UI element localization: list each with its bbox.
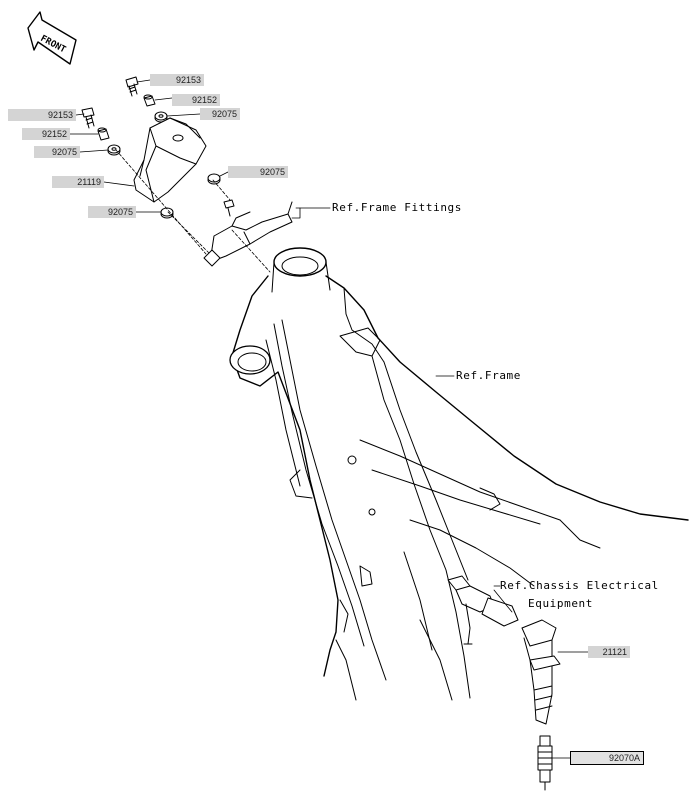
ref-label-chassis-electrical[interactable]: Ref.Chassis Electrical xyxy=(500,579,659,592)
frame-fitting-icon xyxy=(203,201,293,267)
front-arrow-icon: FRONT xyxy=(27,11,77,65)
coil-bracket-icon xyxy=(133,117,207,203)
collar-icon xyxy=(97,127,110,141)
bolt-icon xyxy=(125,76,139,97)
part-label-92153-left[interactable]: 92153 xyxy=(8,109,76,121)
grommet-icon xyxy=(160,207,174,219)
grommet-icon xyxy=(207,173,221,185)
collar-icon xyxy=(143,94,156,107)
part-label-92075-low[interactable]: 92075 xyxy=(88,206,136,218)
part-label-92075-left[interactable]: 92075 xyxy=(34,146,80,158)
part-label-92152-left[interactable]: 92152 xyxy=(22,128,70,140)
ignition-coil-icon xyxy=(521,619,561,725)
ref-label-frame-fittings[interactable]: Ref.Frame Fittings xyxy=(332,201,463,214)
grommet-icon xyxy=(107,144,121,156)
part-label-21121[interactable]: 21121 xyxy=(588,646,630,658)
frame-icon xyxy=(229,247,689,701)
ref-label-frame[interactable]: Ref.Frame xyxy=(456,369,522,382)
part-label-92070A[interactable]: 92070A xyxy=(570,751,644,765)
part-label-92075-mid[interactable]: 92075 xyxy=(228,166,288,178)
ref-label-chassis-equipment[interactable]: Equipment xyxy=(528,597,594,610)
part-label-92075-top[interactable]: 92075 xyxy=(200,108,240,120)
part-label-92153-top[interactable]: 92153 xyxy=(150,74,204,86)
bolt-icon xyxy=(81,107,95,129)
spark-plug-icon xyxy=(537,735,553,791)
part-label-92152-top[interactable]: 92152 xyxy=(172,94,220,106)
part-label-21119[interactable]: 21119 xyxy=(52,176,104,188)
connector-icon xyxy=(447,575,519,645)
bolt-icon xyxy=(223,199,235,217)
